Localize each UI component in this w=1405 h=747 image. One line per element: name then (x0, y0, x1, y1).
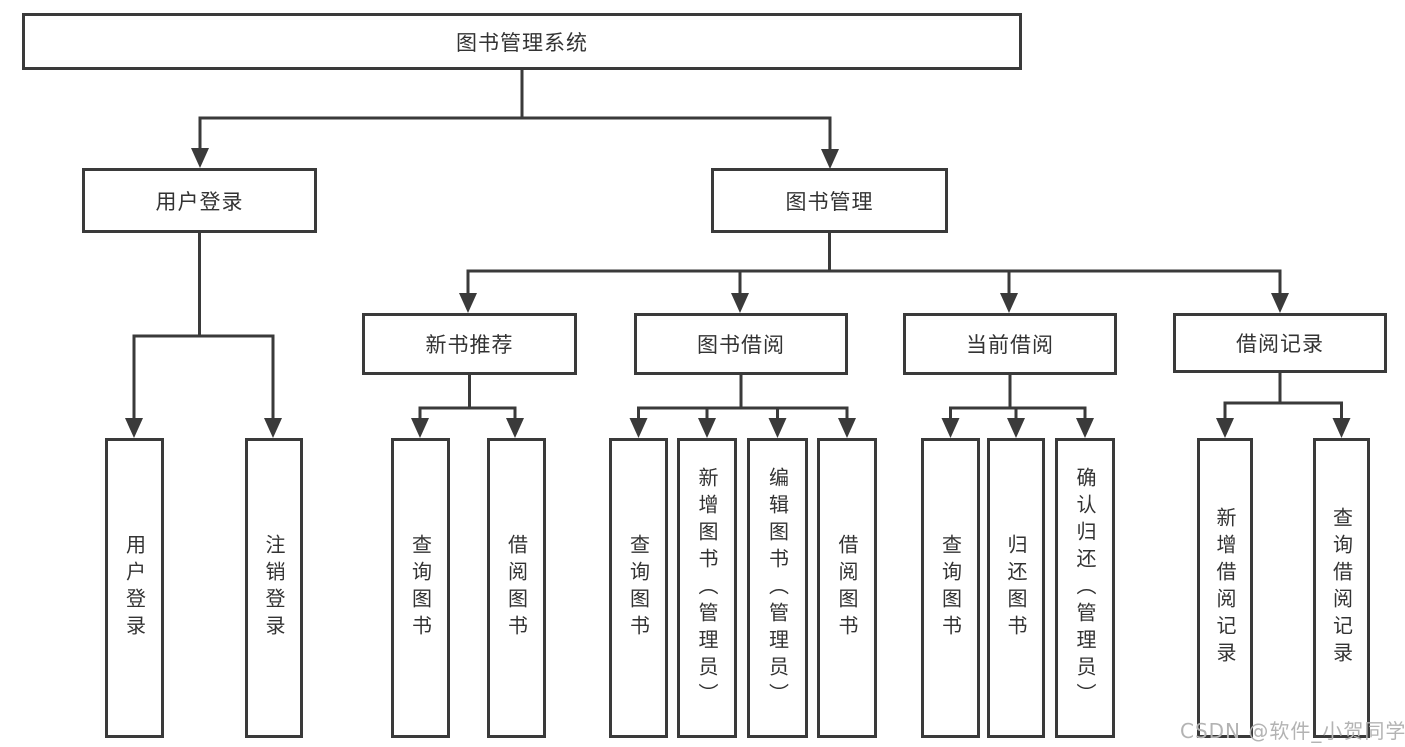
node-label: 当前借阅 (966, 333, 1054, 357)
node-current-borrowing: 当前借阅 (903, 313, 1117, 375)
node-leaf-query-books-current: 查询图书 (921, 438, 980, 738)
node-leaf-borrow-books: 借阅图书 (817, 438, 877, 738)
node-leaf-query-borrow-record: 查询借阅记录 (1313, 438, 1370, 738)
node-label: 图书管理 (785, 189, 874, 214)
node-label: 新增图书（管理员） (695, 466, 719, 710)
node-label: 查询图书 (626, 534, 651, 642)
node-label: 归还图书 (1004, 534, 1028, 642)
node-label: 用户登录 (155, 189, 244, 214)
node-leaf-return-books: 归还图书 (987, 438, 1045, 738)
node-label: 确认归还（管理员） (1073, 466, 1097, 710)
node-label: 图书借阅 (697, 333, 785, 357)
node-new-book-recommendation: 新书推荐 (362, 313, 577, 375)
node-label: 借阅记录 (1236, 332, 1324, 356)
node-label: 编辑图书（管理员） (765, 466, 790, 710)
node-label: 新增借阅记录 (1213, 507, 1237, 669)
node-label: 借阅图书 (835, 534, 859, 642)
node-borrowing-records: 借阅记录 (1173, 313, 1387, 373)
node-library-management-system: 图书管理系统 (22, 13, 1022, 70)
node-leaf-edit-books-admin: 编辑图书（管理员） (747, 438, 808, 738)
node-leaf-add-borrow-record: 新增借阅记录 (1197, 438, 1253, 738)
node-user-login: 用户登录 (82, 168, 317, 233)
node-label: 图书管理系统 (456, 30, 588, 55)
node-book-management: 图书管理 (711, 168, 948, 233)
node-label: 新书推荐 (425, 333, 514, 357)
node-leaf-add-books-admin: 新增图书（管理员） (677, 438, 737, 738)
node-label: 借阅图书 (504, 534, 529, 642)
node-label: 查询图书 (938, 534, 963, 642)
csdn-watermark: CSDN @软件_小贺同学 (1180, 719, 1405, 743)
node-label: 注销登录 (262, 534, 286, 642)
node-leaf-confirm-return-admin: 确认归还（管理员） (1055, 438, 1115, 738)
node-leaf-logout: 注销登录 (245, 438, 303, 738)
node-book-borrowing: 图书借阅 (634, 313, 848, 375)
node-label: 查询图书 (408, 534, 433, 642)
node-leaf-query-books-borrowing: 查询图书 (609, 438, 668, 738)
node-leaf-user-login: 用户登录 (105, 438, 164, 738)
node-leaf-query-books-recommend: 查询图书 (391, 438, 450, 738)
node-label: 用户登录 (122, 534, 147, 642)
node-label: 查询借阅记录 (1329, 507, 1354, 669)
node-leaf-borrow-books-recommend: 借阅图书 (487, 438, 546, 738)
